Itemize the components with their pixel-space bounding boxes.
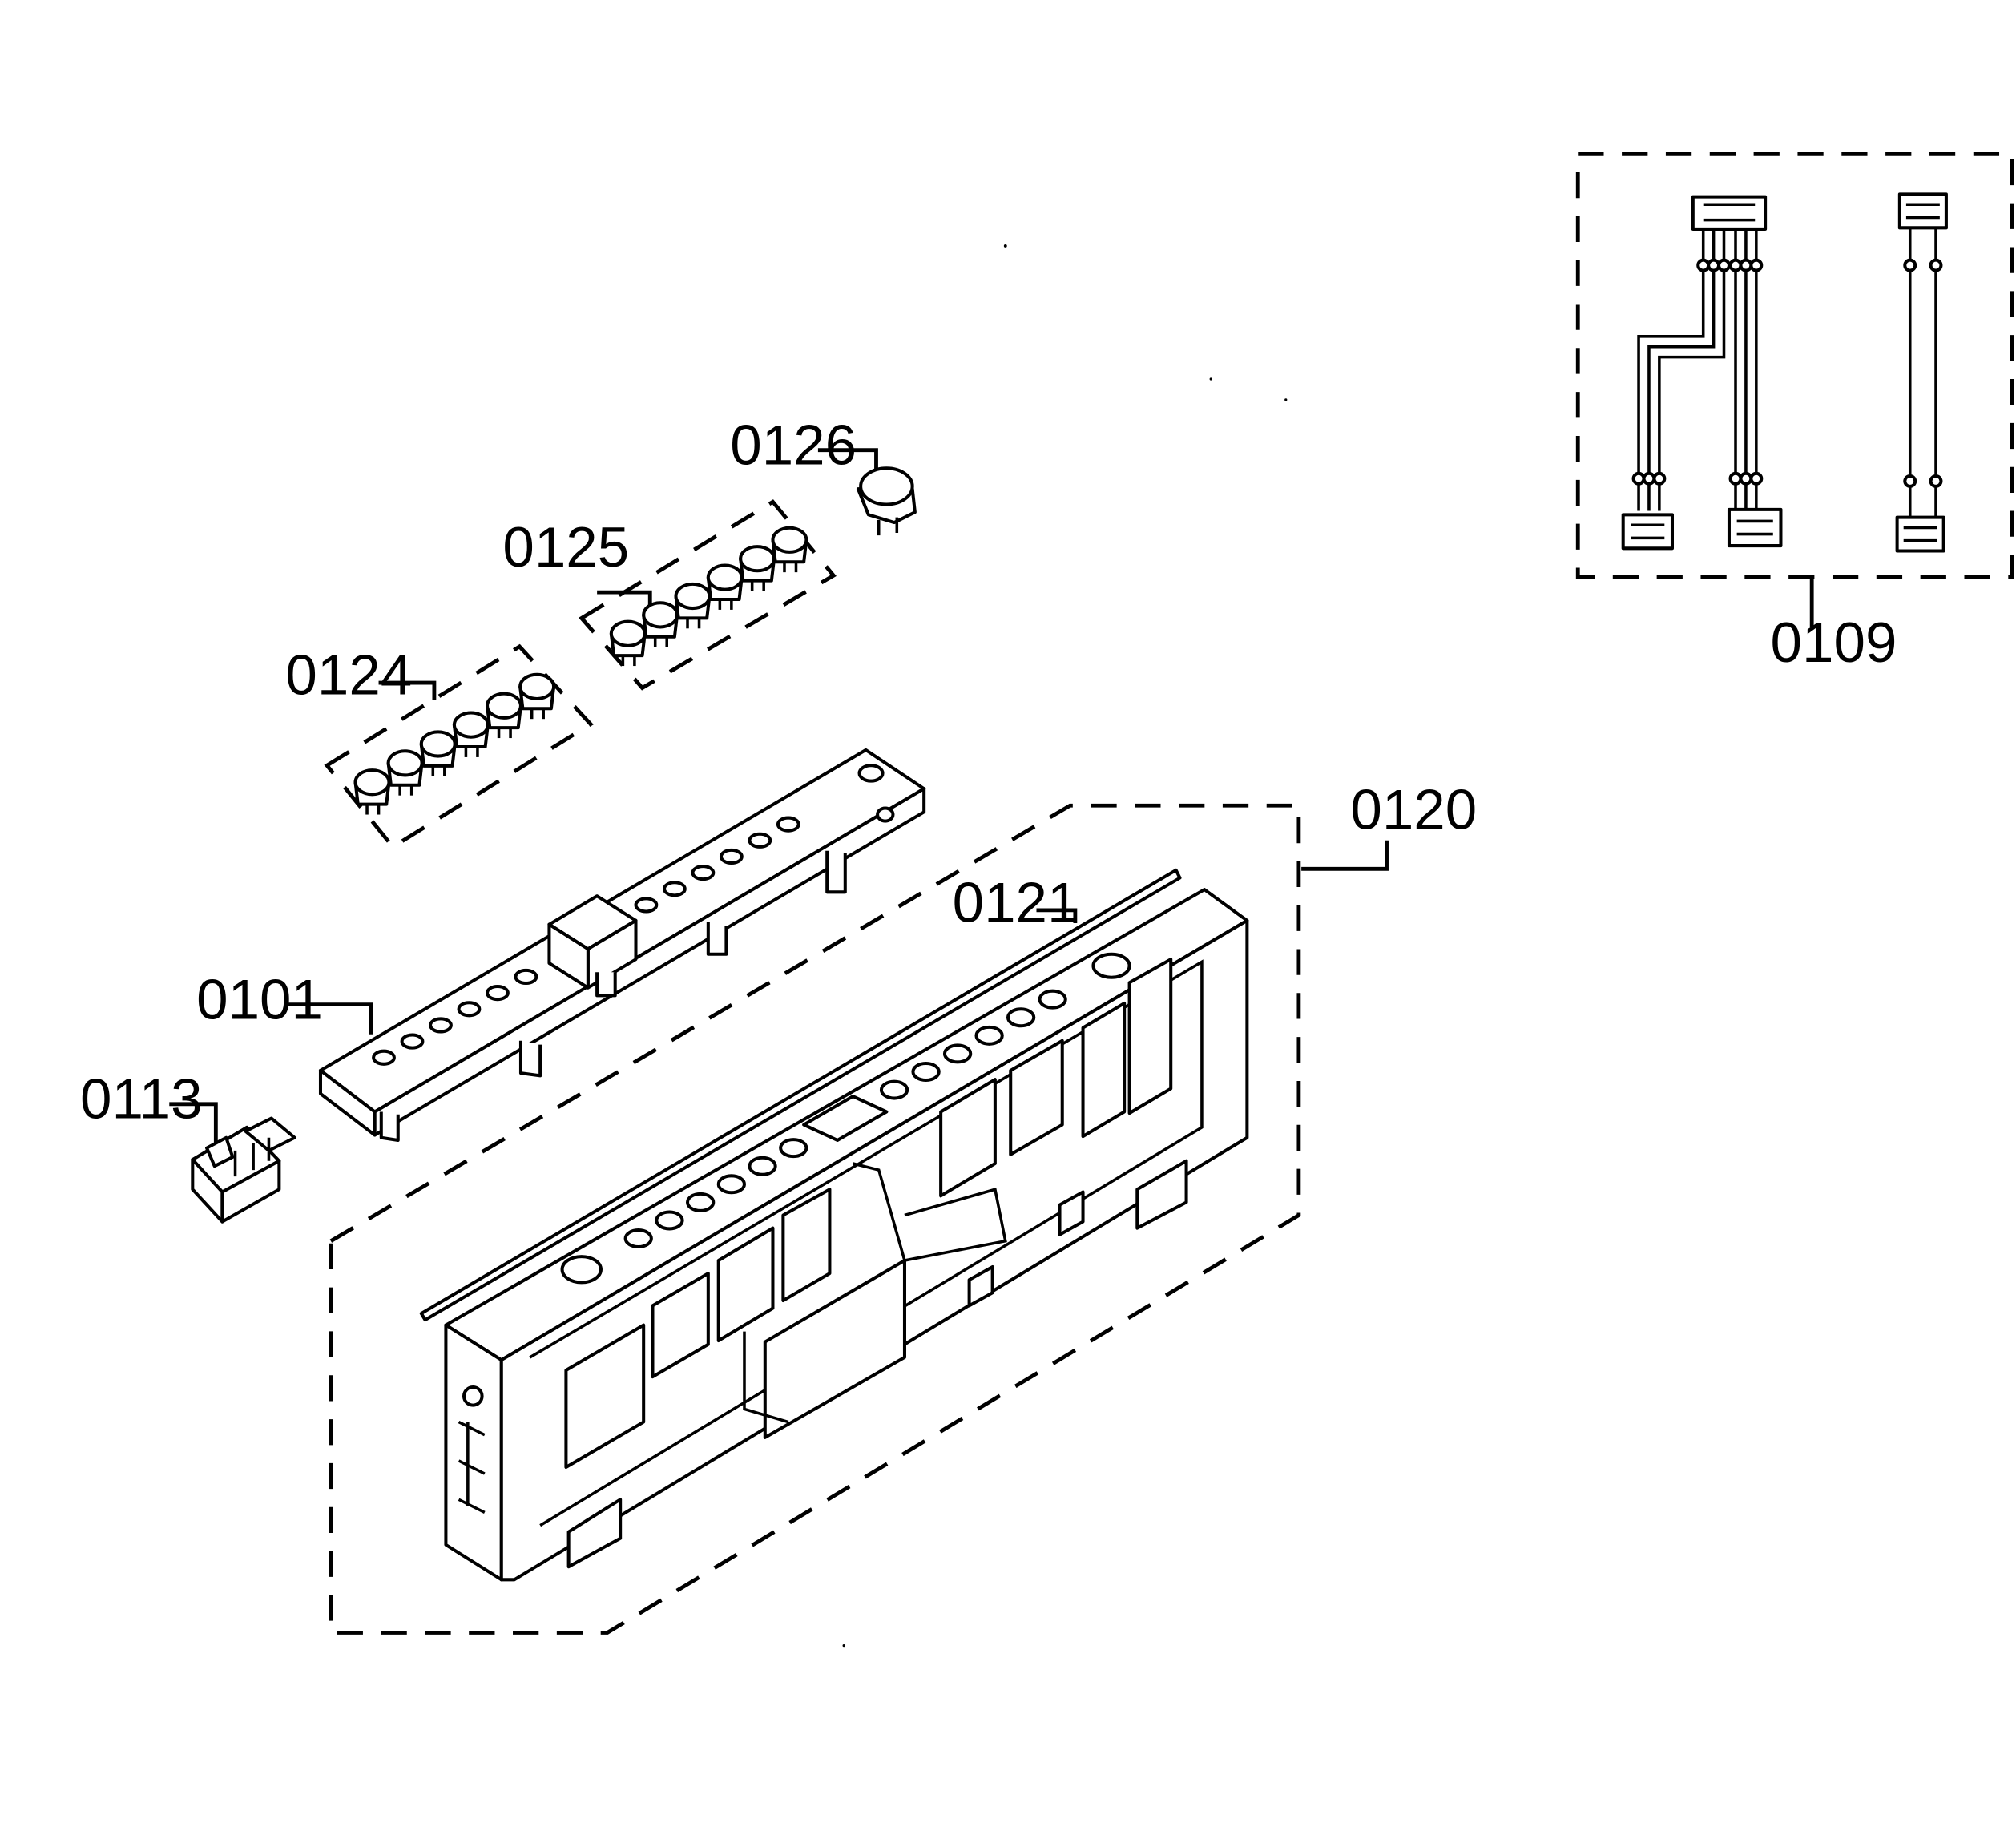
button-0126 (817, 448, 917, 536)
control-module-0120 (329, 803, 1389, 1635)
button-hole (748, 1156, 777, 1176)
callout-0121: 0121 (953, 871, 1079, 934)
key-opening (457, 1001, 482, 1018)
button-hole (879, 1079, 909, 1100)
callout-0126: 0126 (730, 413, 857, 477)
callout-0113: 0113 (80, 1068, 203, 1131)
callout-0125: 0125 (502, 516, 629, 579)
button-hole (974, 1025, 1004, 1046)
key-opening (514, 968, 538, 986)
callout-0124: 0124 (285, 644, 412, 708)
button-hole (686, 1192, 716, 1212)
button-hole (623, 1228, 653, 1249)
button-hole (716, 1174, 747, 1195)
key-opening (634, 897, 659, 914)
button-hole (942, 1043, 973, 1064)
callout-0109: 0109 (1771, 611, 1897, 675)
key-opening (429, 1017, 453, 1034)
key-opening (691, 865, 716, 881)
front-panel-0101 (287, 748, 926, 1142)
callout-0120: 0120 (1350, 778, 1477, 841)
key-opening (486, 985, 510, 1002)
button-strip-0125 (579, 499, 837, 691)
button-strip-0124 (324, 643, 594, 850)
button-hole (911, 1061, 941, 1082)
wire-harness-0109 (1575, 151, 2014, 627)
key-opening (662, 881, 687, 897)
switch-0113 (169, 1102, 296, 1224)
key-opening (372, 1049, 396, 1066)
button-hole (655, 1210, 684, 1231)
button-hole (779, 1138, 808, 1159)
key-opening (748, 832, 772, 849)
key-opening (776, 816, 800, 833)
callout-0101: 0101 (196, 968, 323, 1031)
key-opening (400, 1033, 425, 1050)
button-hole (1038, 989, 1067, 1010)
button-hole (1006, 1007, 1036, 1028)
key-opening (719, 848, 744, 865)
